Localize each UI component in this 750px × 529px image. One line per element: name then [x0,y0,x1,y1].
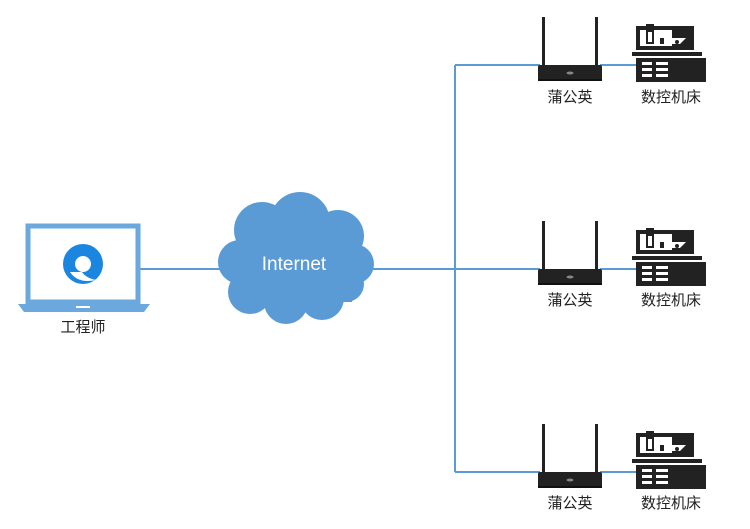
cloud-icon [218,192,374,324]
cnc-machine-icon [632,228,706,286]
router-label: 蒲公英 [547,88,592,106]
router-label: 蒲公英 [547,291,592,309]
cnc-machine-icon [632,431,706,489]
cnc-machine-icon [632,24,706,82]
internet-label: Internet [262,254,327,275]
cnc-machine-label: 数控机床 [641,88,701,106]
app-logo-icon [63,244,103,284]
engineer-label: 工程师 [60,318,105,336]
router-icon [538,17,602,81]
cnc-machine-label: 数控机床 [641,291,701,309]
router-icon [538,221,602,285]
router-label: 蒲公英 [547,494,592,512]
connection-lines [140,64,636,473]
laptop-icon [18,223,150,312]
cnc-machine-label: 数控机床 [641,494,701,512]
router-icon [538,424,602,488]
